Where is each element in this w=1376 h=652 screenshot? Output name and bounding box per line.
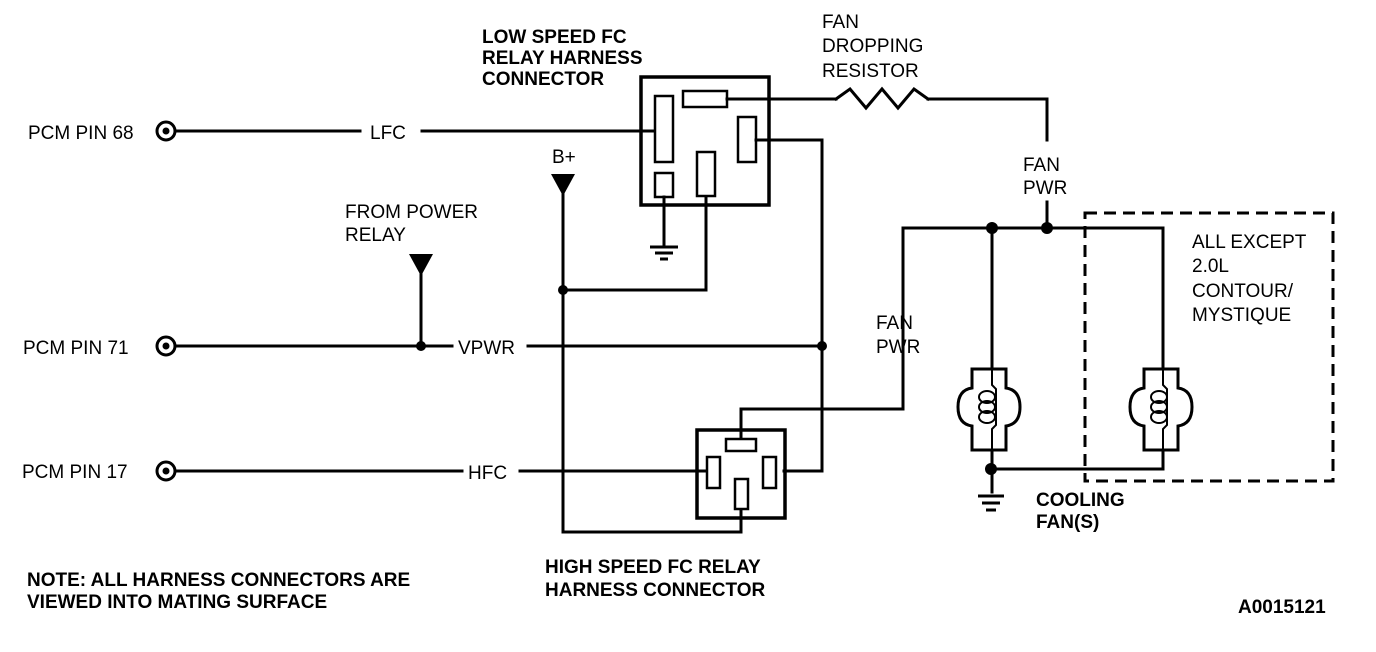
b-plus-source-arrow-icon	[551, 174, 575, 196]
high-relay-terminal-hfc	[705, 455, 722, 490]
low-relay-terminal-high-relay	[736, 115, 758, 164]
pcm-pin-68-label: PCM PIN 68	[28, 123, 134, 144]
fan-pwr-left-label-line2: PWR	[876, 337, 920, 358]
cooling-fan-motor-2-icon	[1128, 367, 1194, 452]
dropping-resistor-icon	[833, 86, 931, 111]
variant-note-line2: 2.0L	[1192, 256, 1229, 277]
lfc-label: LFC	[370, 123, 406, 144]
low-relay-terminal-resistor	[681, 89, 729, 109]
note-line1: NOTE: ALL HARNESS CONNECTORS ARE	[27, 570, 410, 591]
pcm-pin-71-label: PCM PIN 71	[23, 338, 129, 359]
low-speed-connector-label-line2: RELAY HARNESS	[482, 48, 643, 69]
fan-ground-icon	[978, 494, 1004, 512]
cooling-fan-motor-1-icon	[956, 367, 1022, 452]
pcm-pin-68-connector-icon	[155, 120, 177, 142]
high-relay-to-fan-wire	[739, 358, 905, 440]
from-power-relay-label-line2: RELAY	[345, 225, 406, 246]
low-relay-terminal-lfc	[653, 94, 675, 164]
low-speed-relay-connector	[639, 75, 771, 207]
low-speed-connector-label-line1: LOW SPEED FC	[482, 27, 627, 48]
resistor-label-line3: RESISTOR	[822, 61, 919, 82]
low-to-high-relay-wire	[754, 138, 824, 473]
resistor-to-fan-pwr-wire	[926, 97, 1049, 142]
cooling-fans-label-line1: COOLING	[1036, 490, 1125, 511]
figure-id: A0015121	[1238, 597, 1326, 618]
from-power-relay-label-line1: FROM POWER	[345, 202, 478, 223]
high-speed-connector-label-line2: HARNESS CONNECTOR	[545, 580, 766, 601]
low-relay-terminal-bplus	[695, 150, 717, 198]
ground-icon	[650, 245, 678, 261]
cooling-fans-label-line2: FAN(S)	[1036, 512, 1099, 533]
pcm-pin-71-connector-icon	[155, 335, 177, 357]
pcm-pin-17-connector-icon	[155, 460, 177, 482]
fan-power-bus-wire	[901, 226, 1165, 407]
fan-pwr-top-label-line2: PWR	[1023, 178, 1067, 199]
fan-pwr-top-label-line1: FAN	[1023, 155, 1060, 176]
fan-pwr-left-label-line1: FAN	[876, 313, 913, 334]
resistor-label-line1: FAN	[822, 12, 859, 33]
b-plus-label: B+	[552, 147, 576, 168]
fan2-ground-return-wire	[990, 448, 1165, 471]
b-plus-to-high-relay-wire	[561, 506, 743, 534]
vpwr-label: VPWR	[458, 338, 515, 359]
variant-note-line4: MYSTIQUE	[1192, 305, 1291, 326]
low-speed-connector-label-line3: CONNECTOR	[482, 69, 604, 90]
high-relay-terminal-bplus	[733, 477, 750, 511]
high-speed-connector-label-line1: HIGH SPEED FC RELAY	[545, 557, 761, 578]
low-relay-terminal-ground	[653, 171, 675, 199]
variant-note-line3: CONTOUR/	[1192, 281, 1294, 302]
variant-note-line1: ALL EXCEPT	[1192, 232, 1307, 253]
high-relay-terminal-fan	[724, 437, 758, 453]
high-speed-relay-connector	[695, 428, 787, 520]
high-relay-terminal-low-relay	[761, 455, 778, 490]
b-plus-to-low-relay-wire	[561, 194, 708, 292]
resistor-label-line2: DROPPING	[822, 36, 923, 57]
fan-bus-splice-dot-2	[1041, 222, 1053, 234]
hfc-label: HFC	[468, 463, 507, 484]
note-line2: VIEWED INTO MATING SURFACE	[27, 592, 327, 613]
variant-dashed-box	[1083, 211, 1335, 483]
power-relay-source-arrow-icon	[409, 254, 433, 276]
pcm-pin-17-label: PCM PIN 17	[22, 462, 128, 483]
